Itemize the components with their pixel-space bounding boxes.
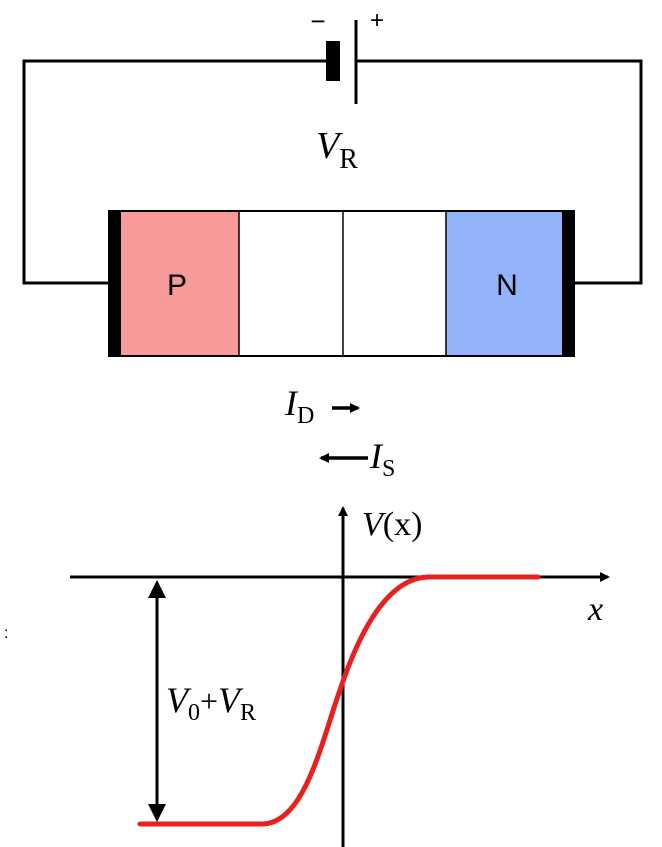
p-region-label: P <box>167 269 187 302</box>
battery: − + VR <box>310 6 384 175</box>
wire-right <box>356 59 643 285</box>
battery-negative-plate <box>326 41 340 81</box>
y-axis-label: V(x) <box>362 506 422 543</box>
vr-subscript-plot: R <box>240 700 256 726</box>
potential-curve <box>137 574 541 827</box>
depletion-region-p-side <box>239 211 343 356</box>
v0-subscript: 0 <box>188 700 200 726</box>
current-indicators: ID IS <box>284 383 395 482</box>
n-region <box>446 211 562 356</box>
circuit-wires <box>22 59 643 285</box>
vr-symbol-plot: V <box>218 680 244 720</box>
diffusion-current-label: IS <box>369 436 395 482</box>
vr-subscript: R <box>339 144 358 175</box>
v0-symbol: V <box>166 680 192 720</box>
barrier-height-arrow-bottom-head <box>148 804 166 822</box>
pn-junction: P N <box>108 210 575 357</box>
n-region-label: N <box>496 269 518 302</box>
is-subscript: S <box>382 456 395 482</box>
potential-plot: V(x) x V0+VR : <box>4 506 610 847</box>
barrier-height-label: V0+VR <box>166 680 256 726</box>
battery-voltage-label: VR <box>316 125 358 175</box>
p-contact <box>109 211 121 356</box>
n-contact <box>562 211 574 356</box>
drift-current-label: ID <box>284 383 314 429</box>
plus-sign: + <box>200 683 218 719</box>
depletion-region-n-side <box>343 211 446 356</box>
y-axis-label-argument: (x) <box>383 506 423 543</box>
wire-left <box>22 59 333 285</box>
x-axis-label: x <box>587 591 603 628</box>
p-region <box>121 211 239 356</box>
barrier-height-arrow-top-head <box>148 580 166 598</box>
margin-mark: : <box>4 625 8 642</box>
id-symbol: I <box>284 383 299 423</box>
id-subscript: D <box>297 403 314 429</box>
battery-minus-sign: − <box>310 6 325 36</box>
vr-symbol: V <box>316 125 343 167</box>
battery-plus-sign: + <box>370 7 384 34</box>
is-symbol: I <box>369 436 384 476</box>
